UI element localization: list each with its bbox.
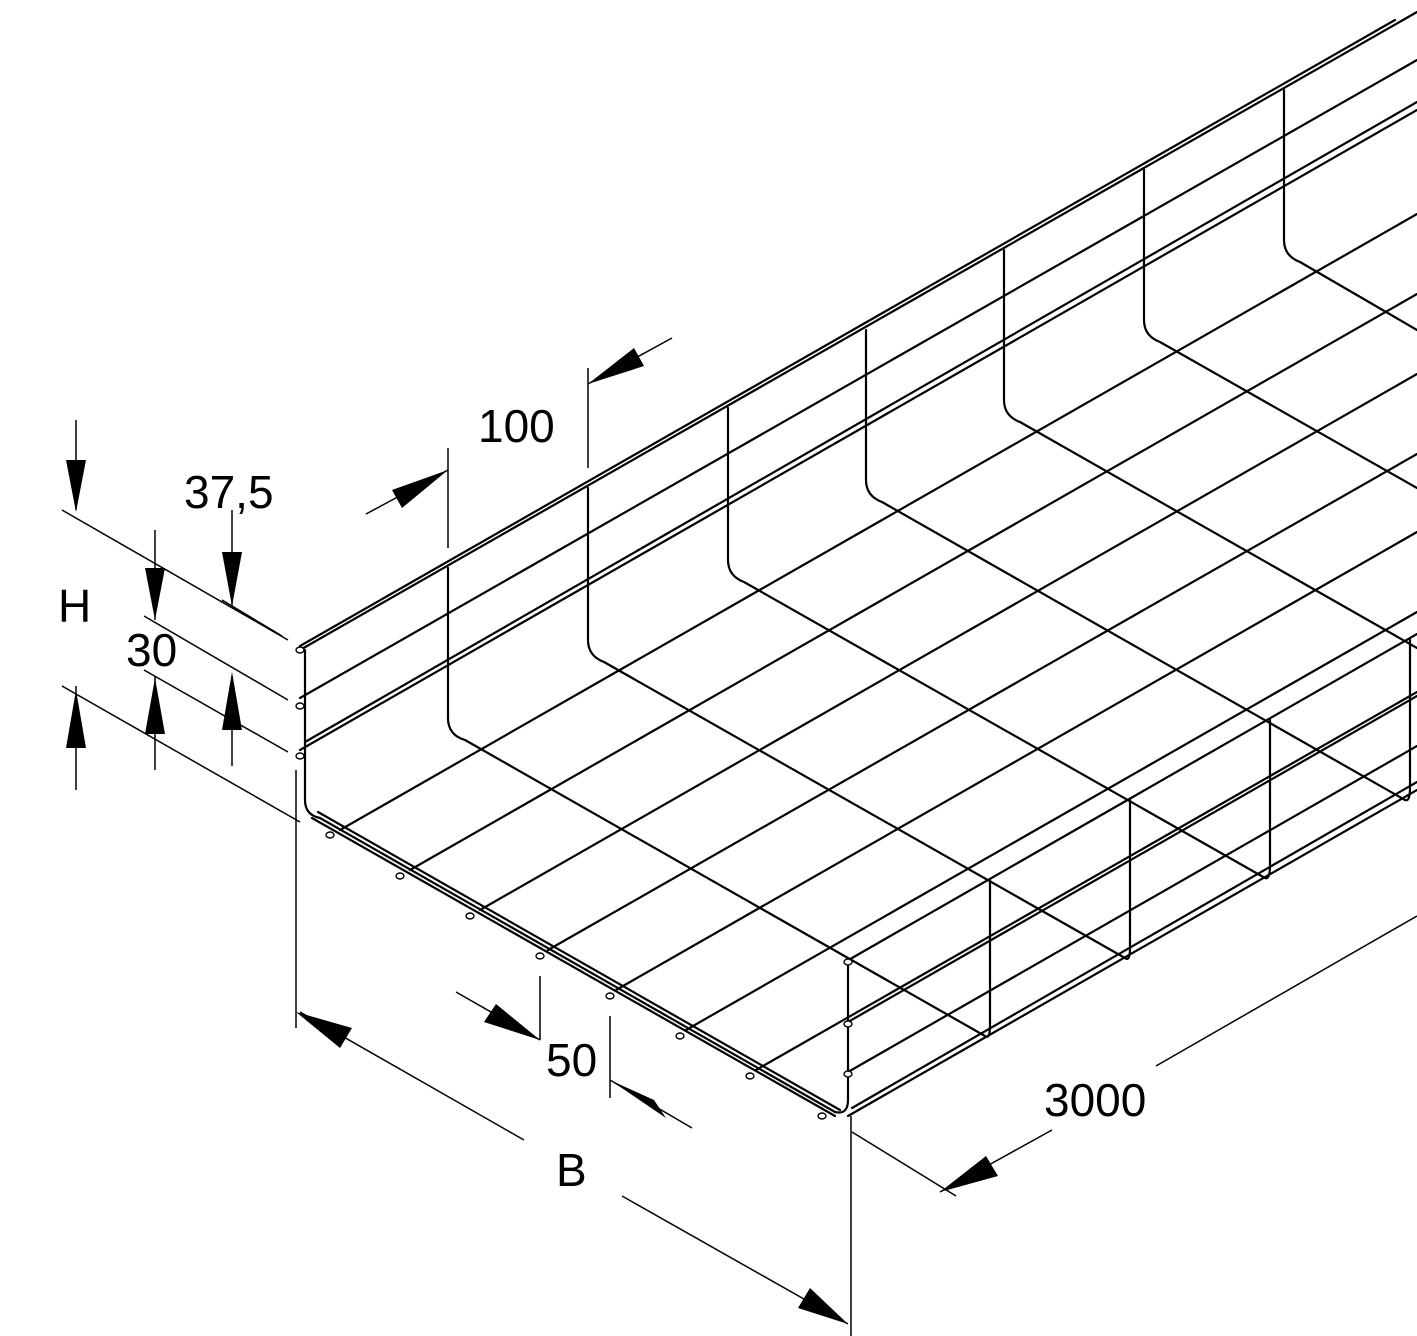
tray-body [295, 10, 1417, 1120]
dim-height [61, 420, 301, 823]
front-base-edge [310, 816, 837, 1118]
label-50: 50 [546, 1034, 597, 1086]
front-base-edge-2 [316, 810, 842, 1112]
dim-width [295, 770, 852, 1336]
left-side-wall [298, 10, 1417, 752]
label-length: 3000 [1044, 1074, 1146, 1126]
label-height: H [58, 580, 91, 632]
label-30: 30 [126, 624, 177, 676]
dim-100 [365, 337, 673, 548]
dimension-lines [61, 337, 1417, 1336]
label-100: 100 [478, 400, 555, 452]
weld-points [295, 646, 853, 1120]
dimension-labels: H 37,5 30 100 50 B 3000 [58, 400, 1146, 1196]
label-width: B [556, 1144, 587, 1196]
right-side-wall [843, 632, 1417, 1118]
base-longitudinal-wires [338, 212, 1417, 1072]
dim-37-5 [221, 510, 283, 637]
dim-50 [455, 976, 693, 1129]
dim-length [851, 915, 1417, 1197]
dim-30 [143, 530, 289, 770]
label-37-5: 37,5 [184, 466, 274, 518]
cross-wires [303, 88, 1417, 1114]
